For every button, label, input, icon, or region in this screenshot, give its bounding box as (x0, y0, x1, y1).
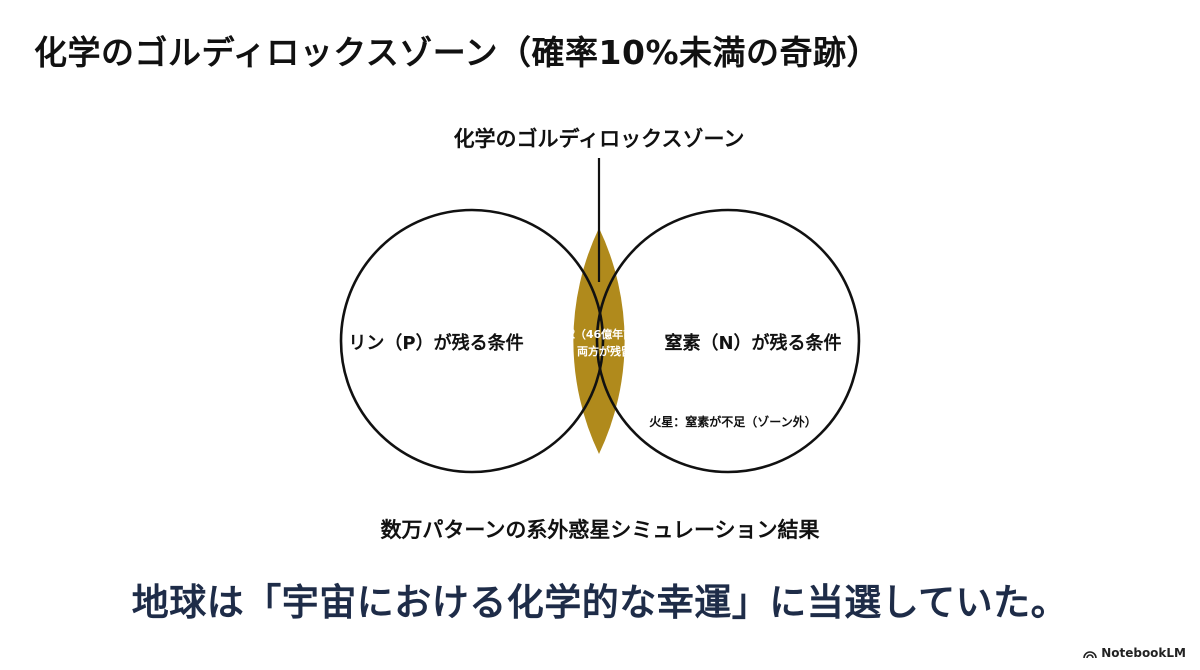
venn-intersection (573, 228, 625, 454)
left-circle-label: リン（P）が残る条件 (348, 332, 523, 354)
conclusion-text: 地球は「宇宙における化学的な幸運」に当選していた。 (131, 581, 1069, 624)
brand-name: NotebookLM (1101, 646, 1186, 660)
intersection-label-line2: ：両方が残留 (566, 344, 632, 358)
right-circle (595, 208, 861, 474)
zone-label: 化学のゴルディロックスゾーン (454, 127, 745, 151)
left-circle (339, 208, 605, 474)
brand-badge: NotebookLM (1083, 646, 1186, 660)
slide-title: 化学のゴルディロックスゾーン（確率10%未満の奇跡） (34, 33, 881, 72)
mars-note: 火星：窒素が不足（ゾーン外） (649, 414, 816, 429)
right-circle-label: 窒素（N）が残る条件 (664, 332, 841, 354)
notebooklm-logo-icon (1083, 650, 1097, 658)
intersection-label-line1: 地球（46億年前） (553, 327, 645, 341)
diagram-caption: 数万パターンの系外惑星シミュレーション結果 (380, 518, 820, 542)
